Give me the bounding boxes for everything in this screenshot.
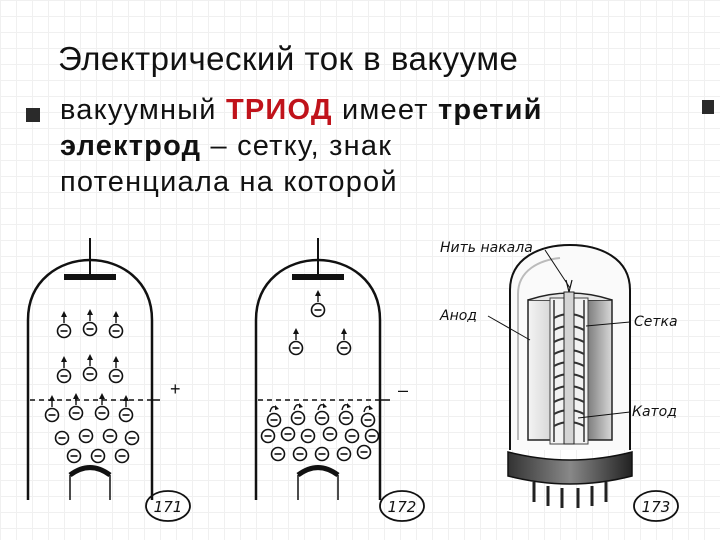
figure-number-172: 172 xyxy=(388,498,417,516)
grid-sign-minus: – xyxy=(398,380,408,400)
figure-number-171: 171 xyxy=(154,498,183,516)
bullet-marker xyxy=(26,108,40,122)
text-line2: – сетку, знак xyxy=(201,130,393,162)
bullet-text: вакуумный ТРИОД имеет третий электрод – … xyxy=(60,92,710,200)
label-grid: Сетка xyxy=(634,314,678,330)
third-word: третий xyxy=(437,94,543,126)
electrode-word: электрод xyxy=(60,130,202,162)
label-filament: Нить накала xyxy=(440,240,533,256)
grid-sign-plus: + xyxy=(170,379,181,399)
label-cathode: Катод xyxy=(632,404,677,420)
bullet-marker-right xyxy=(702,100,714,114)
text-part1: вакуумный xyxy=(60,94,226,126)
text-line3: потенциала на которой xyxy=(60,166,398,198)
text-part2: имеет xyxy=(332,94,438,126)
label-anode: Анод xyxy=(439,308,477,324)
tube-171: + 171 xyxy=(26,238,191,522)
triode-word: ТРИОД xyxy=(225,94,333,126)
triode-cutaway-173: Нить накала Анод Сетка Катод 173 xyxy=(439,240,679,522)
triode-illustrations: + 171 – 172 xyxy=(26,238,679,522)
figure-number-173: 173 xyxy=(642,498,671,516)
tube-172: – 172 xyxy=(254,238,425,522)
slide-title: Электрический ток в вакууме xyxy=(58,40,519,77)
